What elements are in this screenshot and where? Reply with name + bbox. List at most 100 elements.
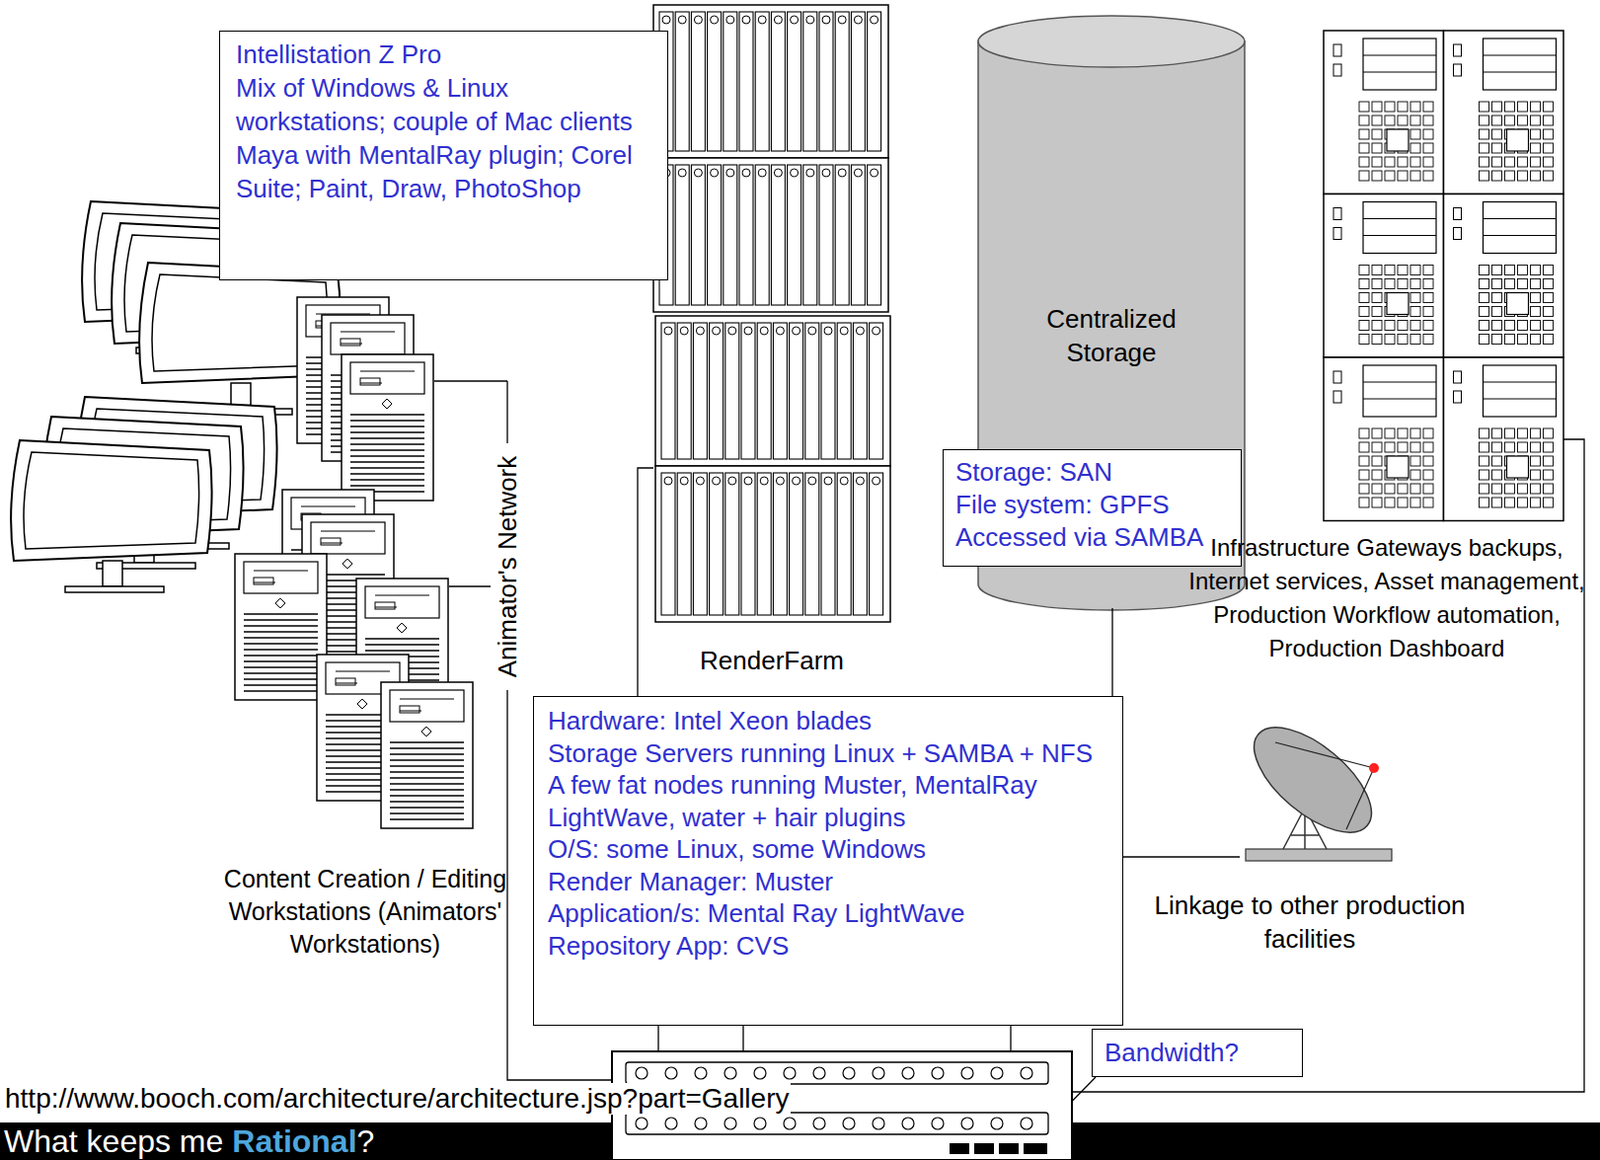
blade	[852, 472, 867, 615]
switch-port	[635, 1117, 648, 1130]
vent-square	[1371, 143, 1382, 153]
switch-port	[813, 1117, 826, 1130]
blade	[741, 322, 756, 459]
node-text: RenderFarm	[653, 643, 891, 678]
blade-led	[773, 168, 782, 177]
switch-port	[724, 1117, 737, 1130]
blade	[772, 472, 787, 615]
switch-port	[902, 1117, 915, 1130]
vent-square	[1479, 115, 1490, 126]
switch-port	[754, 1117, 766, 1130]
vent-square	[1371, 101, 1382, 112]
blade-led	[695, 476, 704, 485]
blade	[805, 322, 820, 459]
vent-square	[1410, 265, 1421, 276]
blade	[723, 11, 738, 152]
blade-led	[872, 326, 881, 335]
blade-led	[695, 326, 704, 335]
vent-square	[1371, 442, 1382, 453]
blade	[675, 11, 689, 152]
vent-square	[1492, 442, 1503, 453]
blade-led	[744, 326, 753, 335]
vent-square	[1492, 334, 1503, 345]
vent-square	[1518, 279, 1528, 290]
blade-led	[853, 168, 862, 177]
blade-led	[744, 476, 753, 485]
vent-square	[1505, 115, 1516, 126]
blade	[755, 11, 769, 152]
vent-square	[1423, 497, 1434, 508]
vent-square	[1479, 143, 1490, 153]
vent-square	[1423, 469, 1434, 480]
vent-square	[1530, 293, 1541, 304]
blade	[675, 164, 689, 305]
vent-square	[1479, 483, 1490, 494]
vent-center	[1386, 456, 1409, 478]
vent-square	[1530, 279, 1541, 290]
vent-square	[1423, 293, 1434, 304]
vent-square	[1530, 170, 1541, 181]
blade	[770, 11, 785, 152]
vent-center	[1507, 293, 1529, 315]
vent-square	[1492, 143, 1503, 153]
blade	[787, 164, 802, 305]
server-unit	[1323, 194, 1445, 359]
switch-port	[842, 1066, 855, 1079]
source-url: http://www.booch.com/architecture/archit…	[2, 1082, 791, 1115]
bandwidth-callout: Bandwidth?	[1091, 1028, 1303, 1077]
node-text: Maya with MentalRay plugin; Corel Suite;…	[235, 138, 652, 206]
drive-icon	[1333, 228, 1342, 240]
switch-port	[961, 1117, 974, 1130]
vent-square	[1423, 143, 1434, 153]
vent-square	[1410, 428, 1421, 439]
vent-square	[1530, 442, 1541, 453]
blade-led	[790, 15, 799, 24]
vent-square	[1543, 497, 1554, 508]
vent-square	[1423, 129, 1434, 140]
blade-led	[664, 326, 673, 335]
vent-square	[1543, 143, 1554, 153]
blade	[789, 472, 804, 615]
blade-led	[792, 326, 801, 335]
node-text: Intellistation Z Pro	[235, 37, 652, 72]
blade-led	[758, 15, 766, 24]
blade	[867, 164, 882, 305]
vent-square	[1410, 306, 1421, 317]
blade	[739, 164, 754, 305]
vent-square	[1530, 497, 1541, 508]
vent-square	[1492, 456, 1503, 466]
vent-square	[1423, 320, 1434, 331]
node-text: Hardware: Intel Xeon blades	[547, 704, 1109, 738]
switch-port	[754, 1066, 766, 1079]
vent-square	[1505, 442, 1516, 453]
node-text: Accessed via SAMBA	[955, 521, 1229, 554]
blade-led	[680, 476, 688, 485]
vent-square	[1384, 483, 1395, 494]
vent-square	[1505, 428, 1516, 439]
vent-square	[1479, 156, 1490, 167]
blade	[789, 322, 804, 459]
server-unit	[1444, 30, 1565, 195]
vent-square	[1492, 483, 1503, 494]
vent-square	[1359, 306, 1370, 317]
node-text: Repository App: CVS	[547, 929, 1109, 963]
switch-port	[931, 1117, 944, 1130]
vent-square	[1479, 306, 1490, 317]
footer-highlight: Rational	[231, 1122, 357, 1160]
vent-square	[1543, 279, 1554, 290]
vent-square	[1423, 279, 1434, 290]
bay-line	[1483, 219, 1557, 236]
vent-square	[1359, 170, 1370, 181]
vent-square	[1371, 156, 1382, 167]
bay-line	[1363, 55, 1437, 73]
blade	[757, 322, 771, 459]
blade-led	[870, 15, 879, 24]
vent-square	[1359, 156, 1370, 167]
vent-square	[1505, 497, 1516, 508]
vent-square	[1410, 143, 1421, 153]
render-farm: RenderFarm	[653, 4, 891, 686]
switch-port	[990, 1117, 1003, 1130]
vent-square	[1371, 293, 1382, 304]
vent-square	[1397, 320, 1408, 331]
